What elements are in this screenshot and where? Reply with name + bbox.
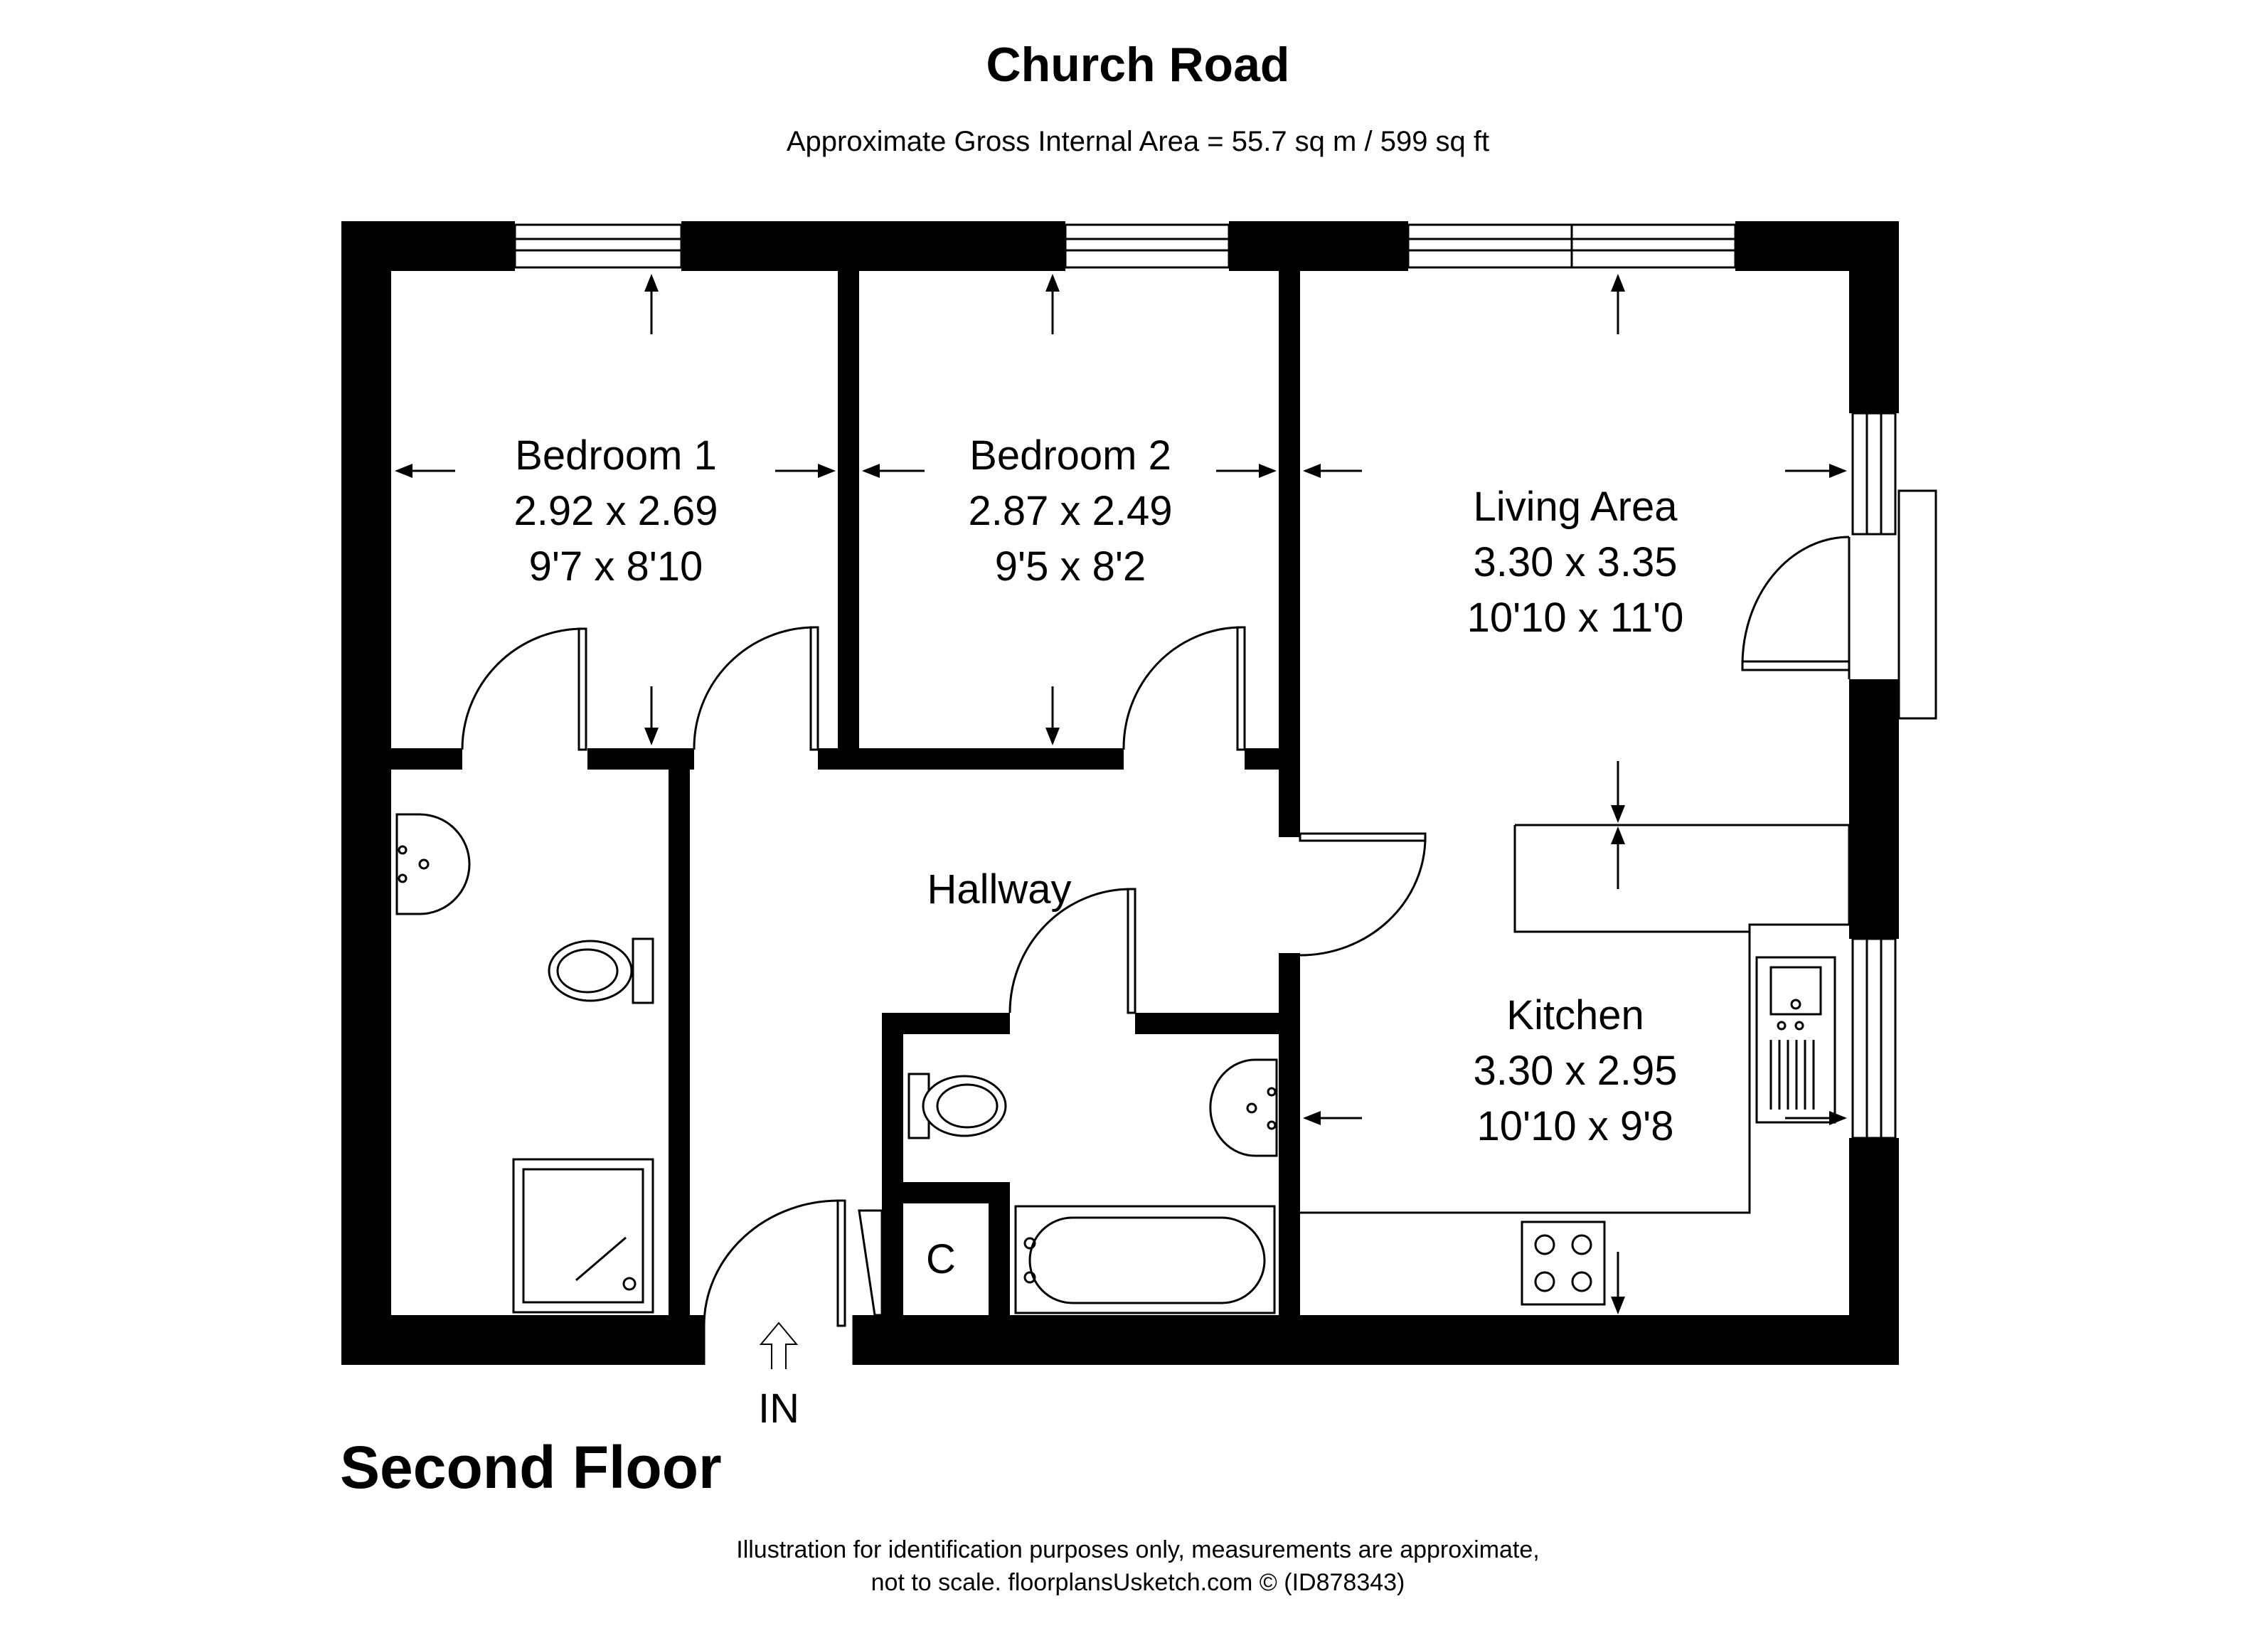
disclaimer-line-1: Illustration for identification purposes… xyxy=(736,1536,1540,1563)
room-size-imperial: 9'7 x 8'10 xyxy=(529,543,703,590)
door-bathroom-2 xyxy=(1008,888,1136,1014)
door-entrance xyxy=(703,1199,855,1365)
windows xyxy=(513,223,1897,1139)
window-bedroom-2 xyxy=(1064,223,1230,269)
window-living-side xyxy=(1851,412,1897,536)
room-name: Bedroom 2 xyxy=(969,432,1171,479)
door-bedroom-2 xyxy=(1122,626,1246,751)
room-label-kitchen: Kitchen 3.30 x 2.95 10'10 x 9'8 xyxy=(1474,992,1678,1149)
basin-icon-2 xyxy=(1209,1058,1278,1157)
room-size-imperial: 10'10 x 9'8 xyxy=(1477,1103,1674,1149)
room-label-bedroom-1: Bedroom 1 2.92 x 2.69 9'7 x 8'10 xyxy=(514,432,718,590)
room-size-metric: 2.87 x 2.49 xyxy=(969,488,1173,534)
plan-title: Church Road xyxy=(986,38,1290,92)
window-bedroom-1 xyxy=(513,223,683,269)
room-label-hallway: Hallway xyxy=(927,866,1071,913)
dimension-arrows xyxy=(395,274,1847,1314)
toilet-icon xyxy=(548,937,654,1004)
kitchen-units xyxy=(1300,824,1851,1306)
room-size-imperial: 9'5 x 8'2 xyxy=(995,543,1146,590)
internal-walls xyxy=(391,271,1300,1315)
door-living-area xyxy=(1299,832,1427,957)
outer-walls xyxy=(341,221,1899,1365)
room-size-metric: 3.30 x 3.35 xyxy=(1474,539,1678,585)
basin-icon xyxy=(395,813,471,915)
shower-tray-icon xyxy=(512,1158,654,1314)
doors xyxy=(461,626,1427,1365)
room-name: Kitchen xyxy=(1506,992,1644,1038)
window-kitchen xyxy=(1851,937,1897,1139)
toilet-icon-2 xyxy=(907,1073,1007,1139)
room-label-bedroom-2: Bedroom 2 2.87 x 2.49 9'5 x 8'2 xyxy=(969,432,1173,590)
room-size-metric: 2.92 x 2.69 xyxy=(514,488,718,534)
bathtub-icon xyxy=(1014,1205,1276,1314)
room-label-living-area: Living Area 3.30 x 3.35 10'10 x 11'0 xyxy=(1467,484,1684,641)
room-name: Bedroom 1 xyxy=(515,432,717,479)
room-size-metric: 3.30 x 2.95 xyxy=(1474,1048,1678,1094)
door-cupboard xyxy=(858,1209,883,1317)
balcony-door xyxy=(1741,489,1937,720)
disclaimer-line-2: not to scale. floorplansUsketch.com © (I… xyxy=(871,1569,1405,1596)
door-bedroom-1 xyxy=(461,627,587,751)
area-summary: Approximate Gross Internal Area = 55.7 s… xyxy=(787,126,1489,157)
room-name: Living Area xyxy=(1474,484,1678,530)
floor-label: Second Floor xyxy=(340,1434,722,1501)
room-size-imperial: 10'10 x 11'0 xyxy=(1467,595,1684,641)
entrance-arrow-icon xyxy=(759,1321,799,1369)
window-living-area xyxy=(1407,223,1737,269)
door-bathroom-1 xyxy=(693,626,819,751)
entrance-label: IN xyxy=(758,1386,799,1432)
bathroom-fixtures xyxy=(395,813,1278,1314)
sink-icon xyxy=(1755,956,1836,1124)
hob-icon xyxy=(1521,1220,1606,1306)
room-label-cupboard: C xyxy=(926,1236,956,1282)
